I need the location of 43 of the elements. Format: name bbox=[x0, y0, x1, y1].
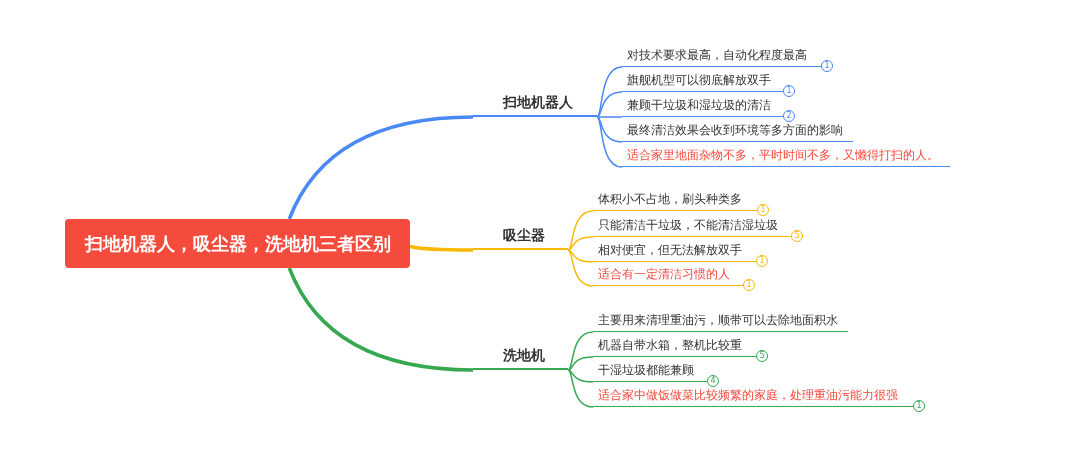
number-badge: 1 bbox=[821, 60, 833, 73]
branch-topic: 吸尘器 bbox=[473, 224, 568, 250]
number-badge: 1 bbox=[743, 279, 755, 292]
subtopic-connector bbox=[596, 66, 623, 118]
number-badge: 2 bbox=[783, 110, 795, 123]
subtopic: 干湿垃圾都能兼顾 bbox=[593, 361, 707, 382]
subtopic: 只能清洁干垃圾，不能清洁湿垃圾 bbox=[593, 216, 791, 237]
subtopic-connector bbox=[596, 91, 623, 118]
subtopic-connector bbox=[567, 356, 594, 371]
subtopic-connector bbox=[567, 249, 594, 287]
subtopic: 旗舰机型可以彻底解放双手 bbox=[622, 71, 783, 92]
branch-connector bbox=[287, 115, 474, 220]
subtopic: 机器自带水箱，整机比较重 bbox=[593, 336, 756, 357]
number-badge: 1 bbox=[913, 400, 925, 413]
subtopic-connector bbox=[567, 331, 594, 371]
subtopic: 相对便宜，但无法解放双手 bbox=[593, 241, 756, 262]
subtopic-connector bbox=[596, 116, 623, 118]
number-badge: 1 bbox=[783, 85, 795, 98]
subtopic: 体积小不占地，刷头种类多 bbox=[593, 190, 757, 211]
number-badge: 4 bbox=[707, 375, 719, 388]
subtopic-connector bbox=[596, 116, 623, 143]
subtopic: 对技术要求最高，自动化程度最高 bbox=[622, 46, 821, 67]
subtopic-connector bbox=[567, 210, 594, 251]
subtopic-connector bbox=[596, 116, 623, 168]
branch-topic: 扫地机器人 bbox=[473, 91, 597, 117]
branch-connector bbox=[287, 267, 474, 372]
branch-connector bbox=[409, 244, 473, 252]
subtopic-connector bbox=[567, 249, 594, 263]
subtopic-connector bbox=[567, 369, 594, 383]
number-badge: 5 bbox=[756, 350, 768, 363]
number-badge: 1 bbox=[757, 204, 769, 217]
subtopic: 适合家中做饭做菜比较频繁的家庭，处理重油污能力很强 bbox=[593, 386, 913, 407]
subtopic: 主要用来清理重油污，顺带可以去除地面积水 bbox=[593, 311, 848, 332]
number-badge: 5 bbox=[791, 230, 803, 243]
subtopic: 兼顾干垃圾和湿垃圾的清洁 bbox=[622, 96, 783, 117]
subtopic-connector bbox=[567, 369, 594, 408]
branch-topic: 洗地机 bbox=[473, 344, 568, 370]
subtopic-connector bbox=[567, 236, 594, 251]
subtopic: 适合有一定清洁习惯的人 bbox=[593, 265, 743, 286]
number-badge: 1 bbox=[756, 255, 768, 268]
central-topic-box: 扫地机器人，吸尘器，洗地机三者区别 bbox=[65, 219, 410, 268]
subtopic: 适合家里地面杂物不多，平时时间不多，又懒得打扫的人。 bbox=[622, 146, 950, 167]
subtopic: 最终清洁效果会收到环境等多方面的影响 bbox=[622, 121, 853, 142]
